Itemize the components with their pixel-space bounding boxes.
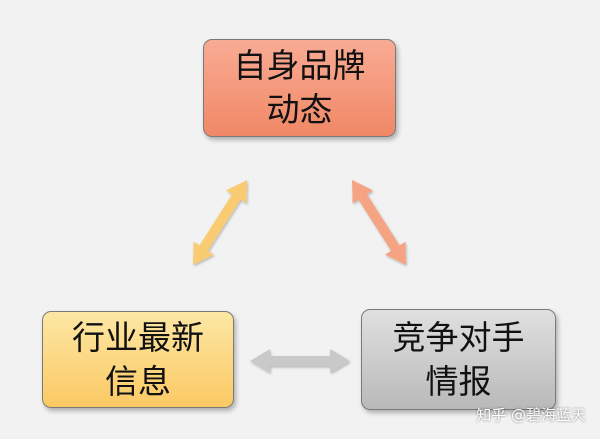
industry-news-line2: 信息 bbox=[105, 361, 171, 401]
brand-dynamics-node: 自身品牌 动态 bbox=[203, 39, 396, 137]
arrow-industry-competitor bbox=[250, 349, 350, 373]
watermark-text: 知乎 @碧海蓝天 bbox=[476, 406, 586, 424]
industry-news-line1: 行业最新 bbox=[72, 317, 204, 357]
competitor-intel-node: 竞争对手 情报 bbox=[361, 309, 556, 410]
brand-dynamics-line1: 自身品牌 bbox=[233, 46, 366, 85]
brand-dynamics-line2: 动态 bbox=[266, 90, 333, 129]
arrow-brand-competitor bbox=[352, 180, 406, 265]
industry-news-node: 行业最新 信息 bbox=[42, 311, 234, 408]
arrow-industry-brand bbox=[193, 180, 247, 265]
competitor-intel-line2: 情报 bbox=[425, 361, 492, 401]
competitor-intel-line1: 竞争对手 bbox=[392, 317, 525, 357]
